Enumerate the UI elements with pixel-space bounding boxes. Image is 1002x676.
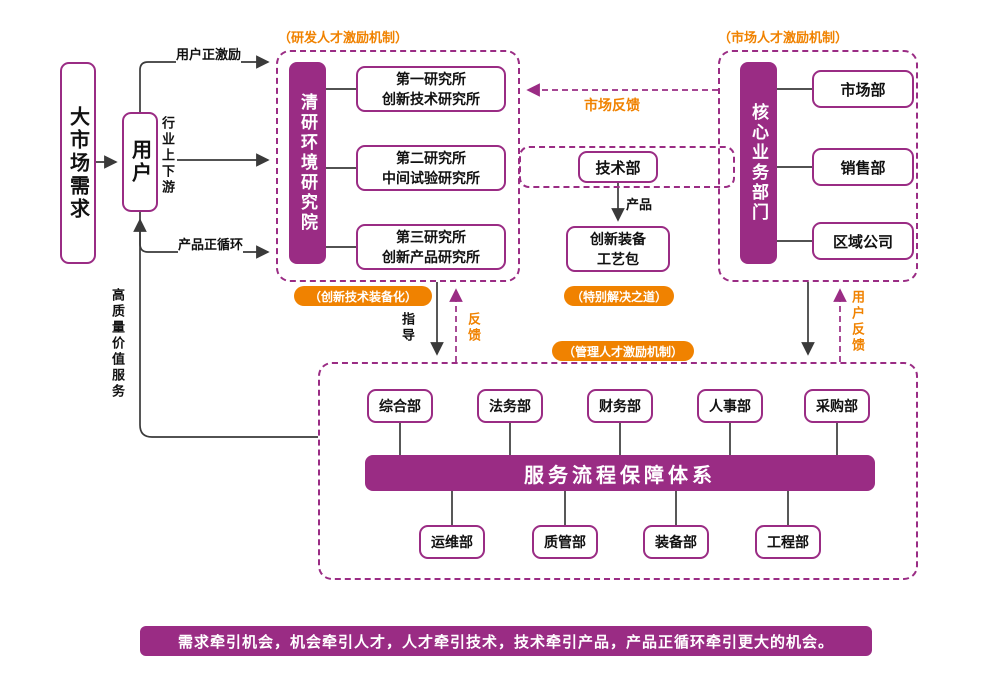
arrow-user-incentive [139,55,270,112]
user-box: 用户 [122,112,158,212]
equipment-dept-box: 装备部 [643,525,709,559]
market-feedback-label: 市场反馈 [584,95,640,115]
research-group-tag: （研发人才激励机制） [278,30,409,45]
tech-dept-frame [519,146,735,188]
marketing-dept-box: 市场部 [812,70,914,108]
hq-service-label: 高质量价值服务 [108,286,127,402]
institute-1-box: 第一研究所 创新技术研究所 [356,66,506,112]
market-group-frame [718,50,918,282]
market-group-tag: （市场人才激励机制） [718,30,849,45]
product-cycle-label: 产品正循环 [178,234,244,253]
engineering-dept-box: 工程部 [755,525,821,559]
quality-dept-box: 质管部 [532,525,598,559]
institute-1-line2: 创新技术研究所 [382,91,480,107]
procurement-dept-box: 采购部 [804,389,870,423]
user-feedback-label: 用户反馈 [848,290,867,354]
feedback-label: 反馈 [464,312,483,344]
institute-2-line2: 中间试验研究所 [382,170,480,186]
market-core-box: 核心业务部门 [740,62,777,264]
hr-dept-box: 人事部 [697,389,763,423]
institute-2-box: 第二研究所 中间试验研究所 [356,145,506,191]
legal-dept-box: 法务部 [477,389,543,423]
institute-1-line1: 第一研究所 [396,70,466,87]
user-incentive-label: 用户正激励 [176,44,242,63]
research-core-box: 清研环境研究院 [289,62,326,264]
institute-3-line1: 第三研究所 [396,228,466,245]
general-dept-box: 综合部 [367,389,433,423]
institute-3-box: 第三研究所 创新产品研究所 [356,224,506,270]
market-demand-box: 大市场需求 [60,62,96,264]
management-group-frame [318,362,918,580]
om-dept-box: 运维部 [419,525,485,559]
equipment-package-line1: 创新装备 [590,230,646,247]
guidance-label: 指导 [398,312,417,344]
slogan-banner: 需求牵引机会，机会牵引人才，人才牵引技术，技术牵引产品，产品正循环牵引更大的机会… [140,626,872,656]
industry-chain-label: 行业上下游 [158,114,177,198]
product-label: 产品 [626,194,653,213]
institute-3-line2: 创新产品研究所 [382,249,480,265]
finance-dept-box: 财务部 [587,389,653,423]
management-group-tag: （管理人才激励机制） [552,341,694,361]
service-process-bar: 服务流程保障体系 [365,455,875,491]
solution-tag: （特别解决之道） [564,286,674,306]
equipment-package-box: 创新装备 工艺包 [566,226,670,272]
arrow-hq-service [133,218,318,438]
sales-dept-box: 销售部 [812,148,914,186]
institute-2-line1: 第二研究所 [396,149,466,166]
equipment-package-line2: 工艺包 [597,251,639,267]
tech-dept-box: 技术部 [578,151,658,183]
regional-company-box: 区域公司 [812,222,914,260]
equipmentization-tag: （创新技术装备化） [294,286,432,306]
